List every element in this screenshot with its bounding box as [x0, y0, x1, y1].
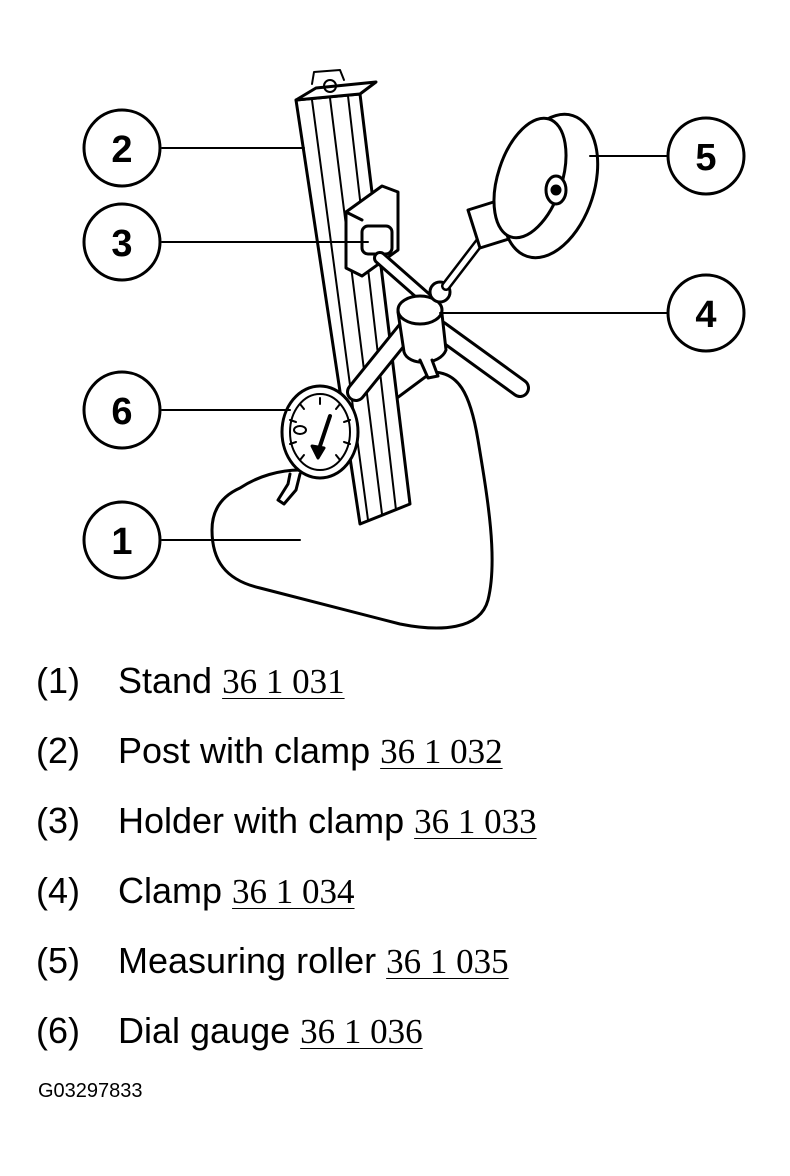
legend-label: Dial gauge 36 1 036: [118, 1010, 423, 1052]
legend-name: Post with clamp: [118, 730, 371, 771]
callout-1-number: 1: [111, 521, 132, 563]
post: [294, 69, 412, 526]
callout-4-circle: [666, 273, 746, 353]
legend-number: (6): [36, 1010, 80, 1051]
callout-2-circle: [82, 108, 162, 188]
measuring-roller: [466, 112, 600, 260]
legend-label: Measuring roller 36 1 035: [118, 940, 509, 982]
part-number-link[interactable]: 36 1 034: [232, 872, 355, 911]
legend-label: Stand 36 1 031: [118, 660, 345, 702]
callout-1-circle: [82, 500, 162, 580]
callout-5-number: 5: [695, 137, 716, 179]
callout-6-number: 6: [111, 391, 132, 433]
callout-3-circle: [82, 202, 162, 282]
legend-name: Stand: [118, 660, 213, 701]
part-number-link[interactable]: 36 1 031: [222, 662, 345, 701]
leader-lines: [161, 147, 669, 541]
part-number-link[interactable]: 36 1 036: [300, 1012, 423, 1051]
callout-5-circle: [666, 116, 746, 196]
part-number-link[interactable]: 36 1 032: [380, 732, 503, 771]
legend-label: Post with clamp 36 1 032: [118, 730, 503, 772]
callout-6-circle: [82, 370, 162, 450]
figure-id: G03297833: [38, 1080, 143, 1102]
legend-number: (4): [36, 870, 80, 911]
legend-name: Dial gauge: [118, 1010, 291, 1051]
callout-4-number: 4: [695, 294, 716, 336]
legend-name: Holder with clamp: [118, 800, 405, 841]
legend-number: (2): [36, 730, 80, 771]
legend-number: (1): [36, 660, 80, 701]
legend-number: (3): [36, 800, 80, 841]
legend-name: Clamp: [118, 870, 223, 911]
callout-3-number: 3: [111, 223, 132, 265]
clamp: [396, 280, 452, 380]
part-number-link[interactable]: 36 1 035: [386, 942, 509, 981]
dial-gauge: [276, 384, 360, 506]
legend-label: Clamp 36 1 034: [118, 870, 355, 912]
legend-label: Holder with clamp 36 1 033: [118, 800, 537, 842]
callout-2-number: 2: [111, 129, 132, 171]
part-number-link[interactable]: 36 1 033: [414, 802, 537, 841]
tool-illustration: 2 3 5 4 6 1: [82, 69, 746, 630]
legend-number: (5): [36, 940, 80, 981]
legend-name: Measuring roller: [118, 940, 377, 981]
